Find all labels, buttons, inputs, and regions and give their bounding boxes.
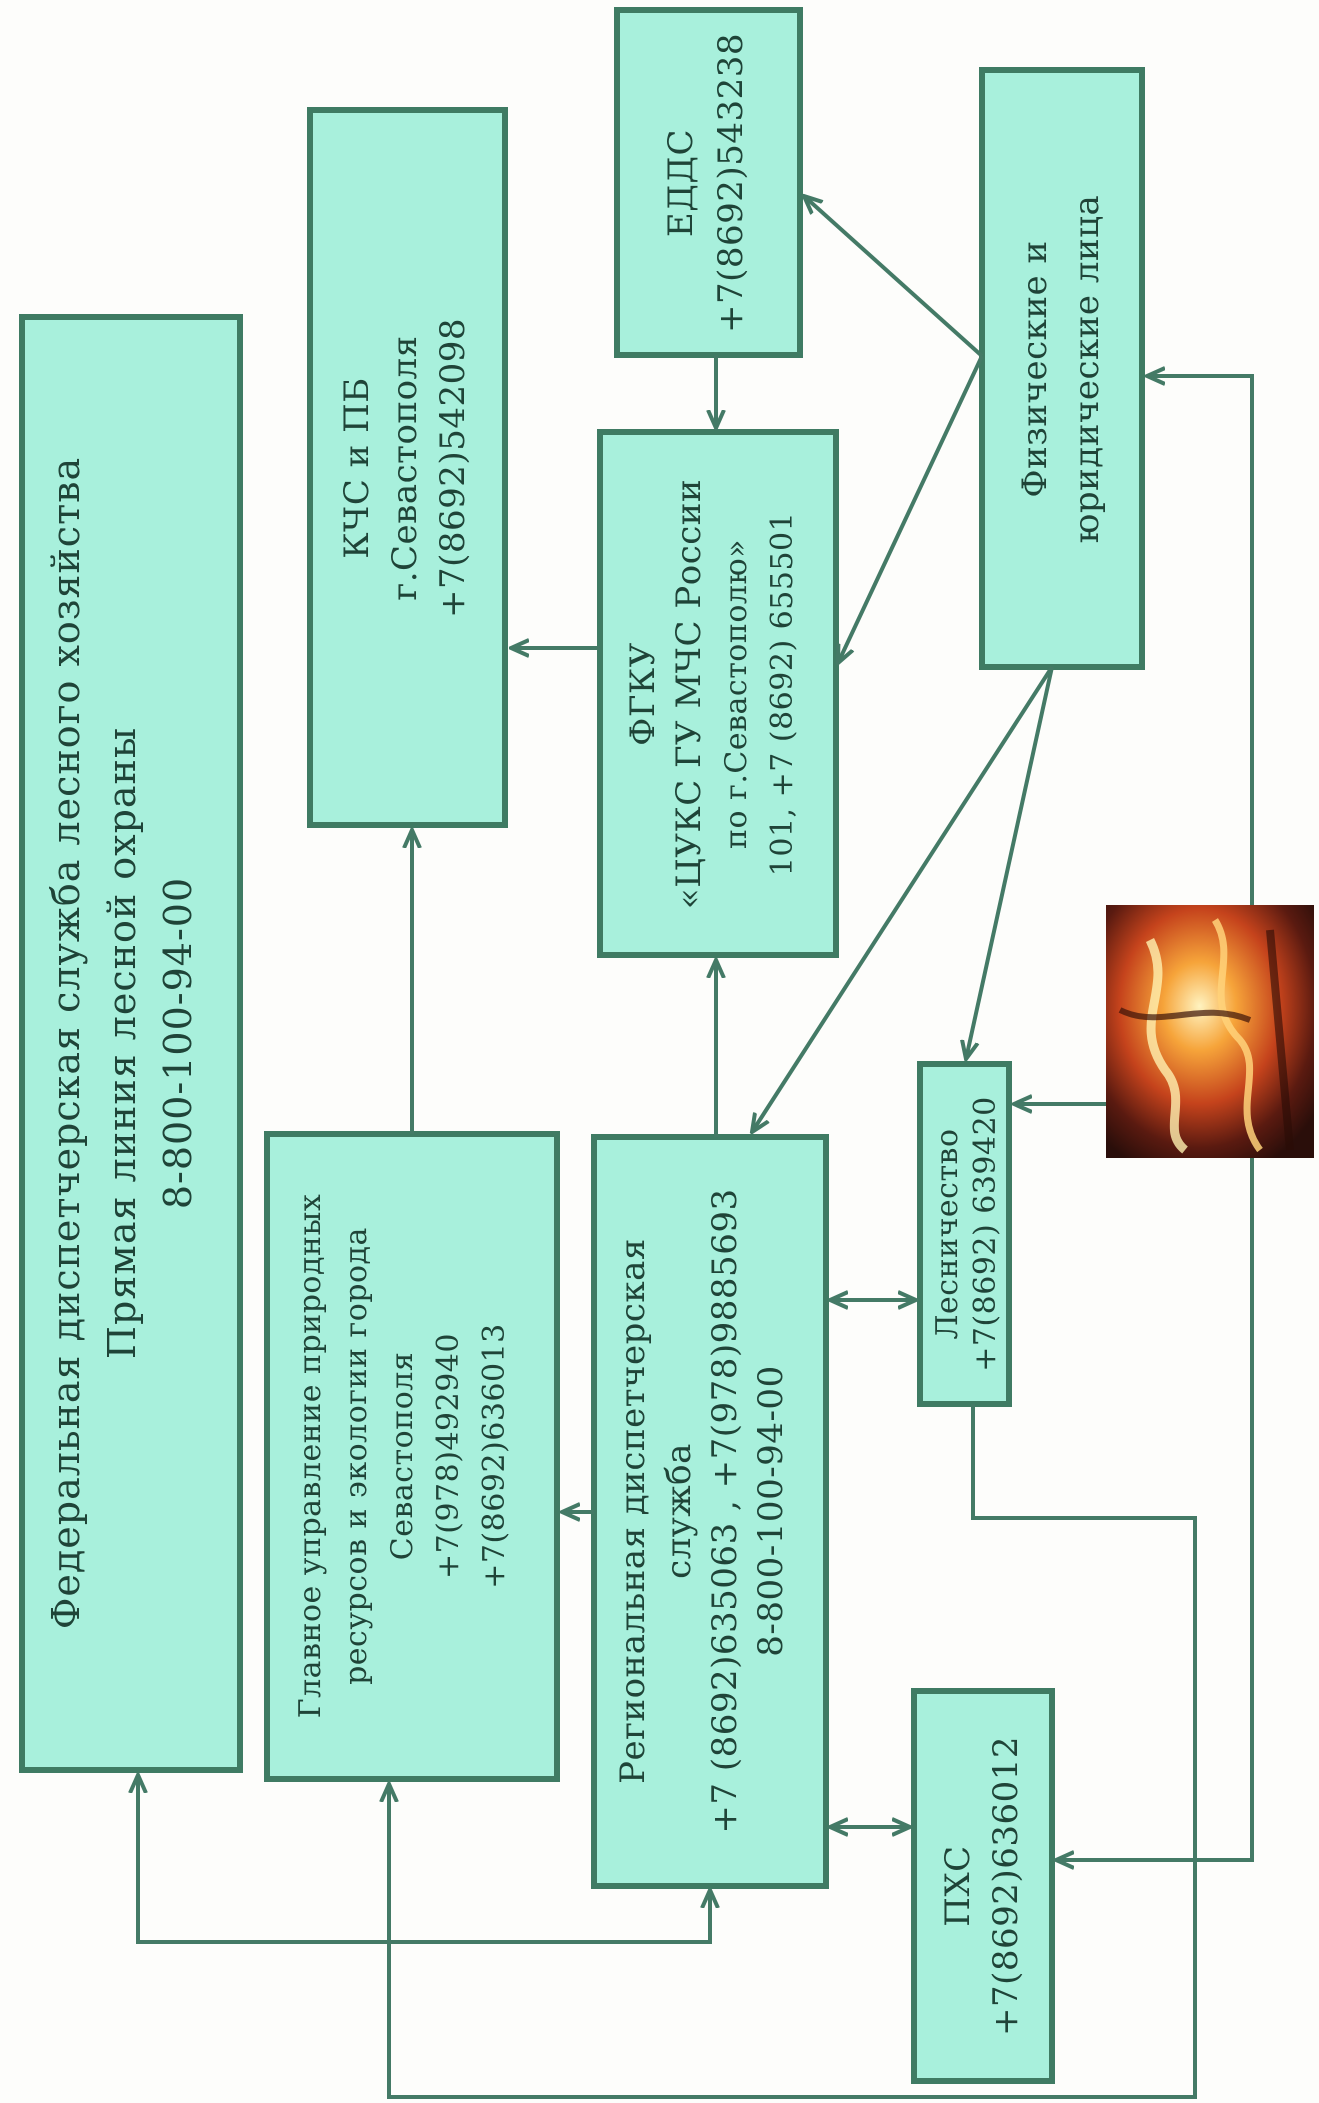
glavnoe-line4: +7(978)492940 xyxy=(431,1333,466,1579)
glavnoe-line1: Главное управление природных xyxy=(293,1194,328,1718)
pkhs-line2: +7(8692)636012 xyxy=(986,1736,1026,2036)
arrow-lesnichestvo-to-glavnoe xyxy=(389,1404,1197,2099)
fgku-box xyxy=(597,429,839,958)
glavnoe-line2: ресурсов и экологии города xyxy=(339,1227,374,1685)
lesnichestvo-box xyxy=(917,1061,1012,1407)
arrow-federal-regional-loop xyxy=(138,1775,710,1944)
federal-line2: Прямая линия лесной охраны xyxy=(100,727,144,1359)
glavnoe-box xyxy=(264,1131,560,1782)
edds-line2: +7(8692)543238 xyxy=(711,33,751,333)
arrow-persons-to-edds xyxy=(804,196,984,358)
pkhs-line1: ПХС xyxy=(938,1845,978,1926)
persons-line1: Физические и xyxy=(1015,240,1055,497)
arrow-fire-to-persons xyxy=(1147,376,1254,905)
persons-line2: юридические лица xyxy=(1067,195,1107,544)
regional-line2: служба xyxy=(659,1443,699,1579)
regional-line4: 8-800-100-94-00 xyxy=(751,1365,791,1656)
glavnoe-line5: +7(8692)636013 xyxy=(477,1323,512,1589)
lesnichestvo-line2: +7(8692) 639420 xyxy=(968,1096,1003,1372)
forest-fire-photo xyxy=(1106,905,1314,1158)
arrow-persons-to-lesnichestvo xyxy=(966,666,1054,1059)
kchs-line2: г.Севастополя xyxy=(385,335,425,600)
fgku-line4: 101, +7 (8692) 655501 xyxy=(765,512,800,876)
fgku-line2: «ЦУКС ГУ МЧС России xyxy=(669,479,709,909)
federal-service-box xyxy=(19,314,243,1773)
persons-box xyxy=(979,67,1145,670)
federal-line3: 8-800-100-94-00 xyxy=(156,877,200,1209)
arrow-persons-to-fgku xyxy=(838,355,984,663)
regional-line3: +7 (8692)635063 , +7(978)9885693 xyxy=(705,1188,745,1833)
lesnichestvo-line1: Лесничество xyxy=(930,1128,965,1339)
pkhs-box xyxy=(911,1688,1055,2084)
edds-line1: ЕДДС xyxy=(661,129,701,237)
arrow-fire-to-pkhs xyxy=(1056,1158,1254,1860)
fgku-line1: ФГКУ xyxy=(623,642,663,746)
kchs-line1: КЧС и ПБ xyxy=(337,377,377,559)
regional-line1: Региональная диспетчерская xyxy=(613,1238,653,1784)
fgku-line3: по г.Севастополю» xyxy=(719,539,754,849)
edds-box xyxy=(614,7,803,358)
kchs-line3: +7(8692)542098 xyxy=(433,318,473,618)
glavnoe-line3: Севастополя xyxy=(385,1352,420,1560)
federal-line1: Федеральная диспетчерская служба лесного… xyxy=(44,457,88,1629)
arrow-persons-to-regional xyxy=(752,665,1054,1132)
kchs-box xyxy=(307,107,508,828)
